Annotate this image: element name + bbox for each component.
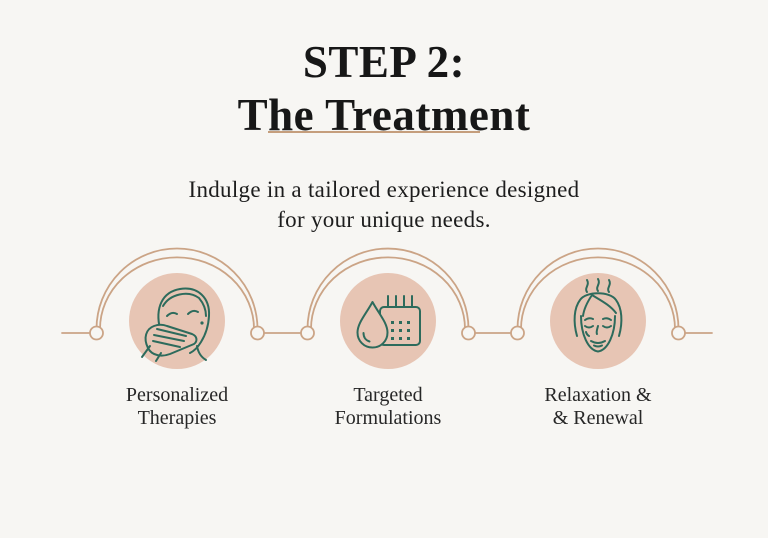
title-divider: [268, 131, 480, 133]
title-line-2: The Treatment: [237, 90, 531, 141]
step-label-2: Targeted Formulations: [278, 384, 498, 430]
step-label-2-line-2: Formulations: [334, 407, 442, 429]
step-circle-2: [340, 273, 436, 369]
step-label-3-line-2: & Renewal: [552, 407, 644, 429]
calendar-grid-dots: [391, 321, 410, 340]
steps-diagram: [61, 247, 713, 369]
subtitle-line-1: Indulge in a tailored experience designe…: [188, 177, 580, 202]
page-title: STEP 2: The Treatment: [0, 36, 768, 142]
arc-frame-3: [510, 247, 686, 341]
arc-frame-2: [300, 247, 476, 341]
subtitle-line-2: for your unique needs.: [277, 207, 491, 232]
steam-relaxed-face-icon: [573, 278, 623, 353]
title-line-1: STEP 2:: [302, 37, 466, 88]
step-label-1-line-1: Personalized: [125, 384, 229, 406]
face-hand-massage-icon: [141, 287, 211, 362]
droplet-calendar-icon: [356, 295, 421, 349]
page-subtitle: Indulge in a tailored experience designe…: [0, 175, 768, 235]
arc-frame-1: [89, 247, 265, 341]
step-label-1: Personalized Therapies: [67, 384, 287, 430]
step-label-1-line-2: Therapies: [137, 407, 217, 429]
step-label-3: Relaxation & & Renewal: [488, 384, 708, 430]
step-circle-3: [550, 273, 646, 369]
step-label-2-line-1: Targeted: [353, 384, 423, 406]
step-label-3-line-1: Relaxation &: [544, 384, 652, 406]
